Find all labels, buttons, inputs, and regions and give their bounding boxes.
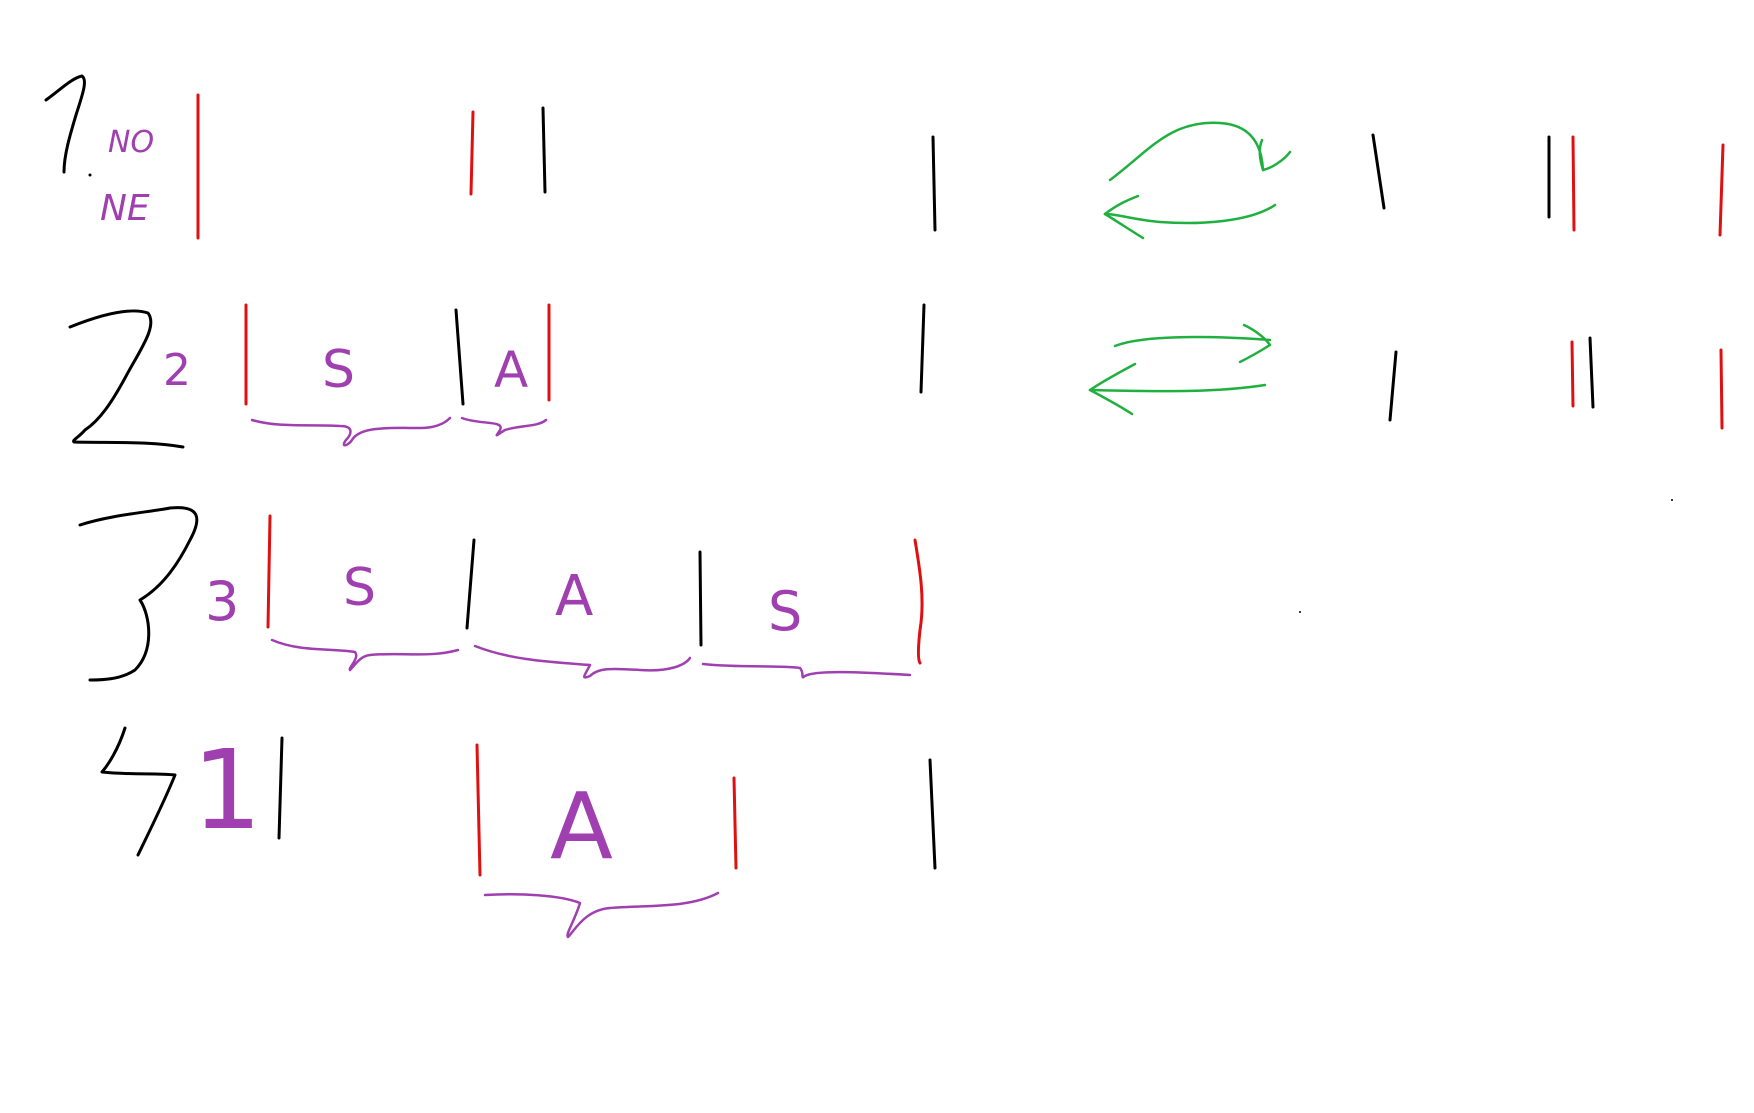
bar-black [931, 135, 937, 232]
bar-red [1571, 135, 1576, 232]
stray-dot [88, 173, 92, 177]
row-number-4-stroke [100, 726, 177, 857]
row-1: 1 NO NE [44, 74, 1725, 240]
brace [250, 416, 452, 447]
segment-label: A [494, 341, 528, 399]
stray-dot [1299, 611, 1301, 613]
curved-loop-arrow-icon [1103, 121, 1292, 240]
bar-red [1570, 340, 1575, 408]
bar-red [266, 514, 272, 629]
segment-label: A [555, 564, 593, 629]
segment-label: S [322, 340, 355, 400]
stray-dot [1671, 499, 1673, 501]
brace [483, 891, 720, 939]
row-2-label: 2 [163, 345, 191, 396]
row-number-1-stroke [44, 74, 86, 174]
bar-red [469, 110, 475, 196]
row-number-2-stroke [68, 309, 185, 449]
bar-red [1718, 143, 1725, 237]
segment-label: A [550, 773, 613, 880]
bar-red [475, 743, 482, 877]
row-1-label-line2: NE [100, 188, 150, 229]
brace [460, 416, 548, 437]
bar-black [1588, 336, 1595, 409]
bar-red [1719, 348, 1724, 430]
bar-black [1388, 350, 1398, 422]
row-4: 4 1 A [100, 726, 937, 939]
row-number-3-stroke [78, 506, 199, 682]
bar-black [698, 550, 703, 647]
brace [473, 644, 692, 679]
bar-black [541, 106, 547, 194]
row-4-label: 1 [192, 726, 262, 854]
row-3: 3 3 S A S [78, 506, 924, 682]
bar-black [454, 308, 465, 406]
segment-label: S [768, 580, 802, 643]
row-2: 2 2 S A [68, 303, 1724, 449]
row-1-label-line1: NO [108, 125, 154, 160]
bar-black [277, 736, 284, 840]
segment-label: S [343, 558, 376, 618]
brace [701, 662, 912, 679]
bar-black [1371, 133, 1386, 210]
bar-black [919, 303, 926, 394]
exchange-arrows-icon [1088, 323, 1272, 416]
bar-red [732, 776, 738, 870]
brace [270, 638, 460, 672]
row-3-label: 3 [205, 570, 239, 633]
bar-black [928, 758, 937, 870]
bar-red [913, 538, 924, 665]
bar-black [465, 538, 476, 630]
